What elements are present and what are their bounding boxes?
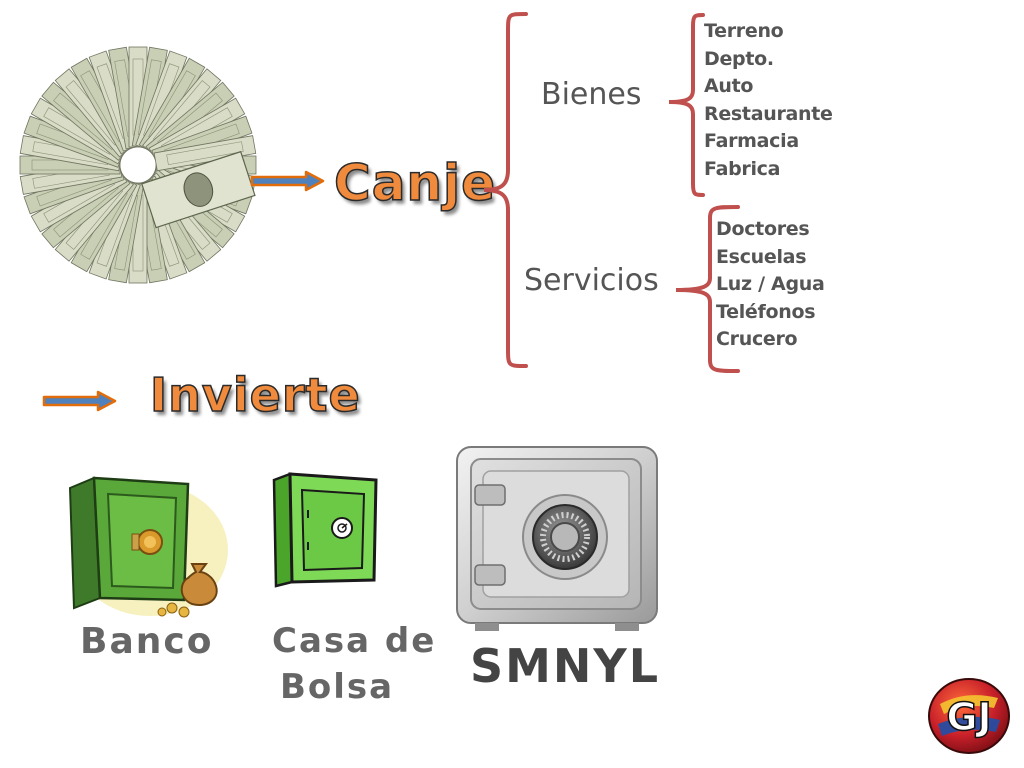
list-item: Teléfonos (716, 300, 816, 323)
servicios-list: Doctores Escuelas Luz / Agua Teléfonos C… (716, 216, 825, 354)
list-item: Terreno (704, 20, 784, 42)
money-fan-image (19, 46, 257, 284)
canje-title: Canje (333, 154, 497, 212)
bienes-list: Terreno Depto. Auto Restaurante Farmacia… (704, 18, 833, 183)
servicios-bracket (675, 205, 740, 373)
list-item: Restaurante (704, 102, 833, 125)
bank-safe-icon (68, 476, 228, 618)
casa-de-bolsa-label: Casa de Bolsa (272, 618, 436, 710)
list-item: Doctores (716, 218, 810, 240)
banknote-front (141, 150, 256, 229)
list-item: Depto. (704, 47, 774, 70)
list-item: Auto (704, 75, 754, 97)
list-item: Crucero (716, 328, 798, 350)
banco-label: Banco (80, 621, 214, 662)
logo-text: GJ (946, 695, 991, 739)
casa-de-bolsa-line2: Bolsa (280, 667, 395, 707)
banknote (153, 135, 257, 172)
company-logo: GJ (928, 678, 1010, 754)
invierte-title: Invierte (149, 368, 361, 422)
arrow-to-canje-icon (250, 170, 325, 192)
brokerage-safe-icon (272, 472, 378, 588)
list-item: Escuelas (716, 245, 807, 268)
smnyl-safe-icon (456, 446, 658, 631)
main-bracket (483, 12, 528, 368)
category-servicios: Servicios (524, 263, 659, 298)
bienes-bracket (668, 13, 705, 197)
list-item: Fabrica (704, 157, 781, 180)
smnyl-label: SMNYL (470, 639, 661, 693)
category-bienes: Bienes (541, 77, 642, 112)
arrow-to-invierte-icon (42, 390, 117, 412)
list-item: Farmacia (704, 130, 799, 152)
casa-de-bolsa-line1: Casa de (272, 621, 437, 661)
list-item: Luz / Agua (716, 273, 825, 295)
